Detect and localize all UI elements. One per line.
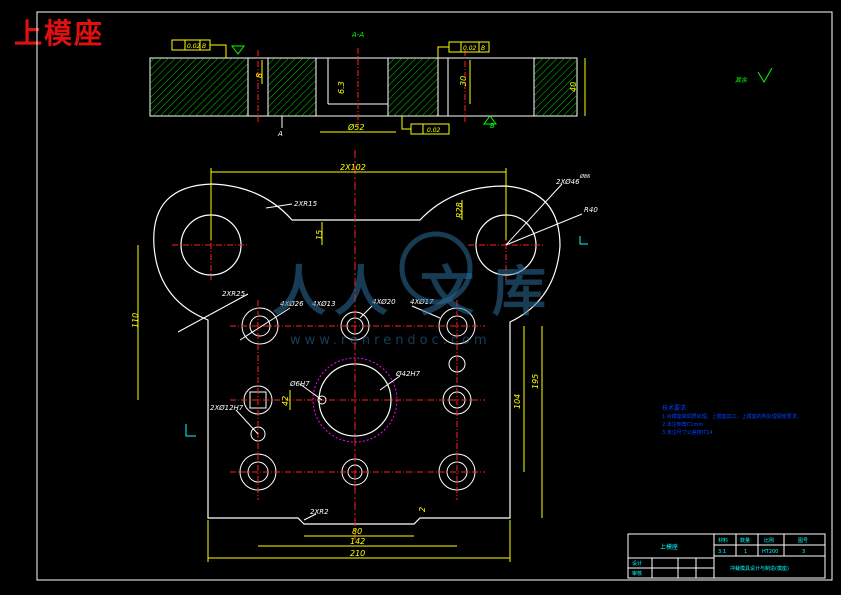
tb-header-3: 比例: [764, 537, 774, 544]
watermark-url: www.renrendoc.com: [290, 333, 491, 348]
callout-r2: 2XR2: [310, 508, 329, 516]
dim-depth: 8: [255, 73, 264, 78]
tb-drawing-title: 冲裁模具设计与制造(模座): [730, 565, 789, 572]
tb-header-1: 材料: [718, 537, 728, 544]
plan-view: 2X102 210 142 80 110 104 195 15 R28 42 2…: [131, 150, 598, 562]
dim-bottom-slot: 80: [352, 527, 362, 536]
dim-r28: R28: [455, 202, 464, 218]
callout-r26: 4XØ26: [280, 300, 304, 308]
callout-r86: Ø86: [579, 173, 590, 180]
dim-overall-top: 2X102: [340, 163, 366, 172]
callout-r13: 4XØ13: [312, 300, 336, 308]
notes-heading: 技术要求:: [662, 404, 688, 412]
callout-r17: 4XØ17: [410, 298, 434, 306]
dim-bore: Ø52: [347, 122, 364, 132]
callout-r20: 4XØ20: [372, 298, 396, 306]
dim-overall-width: 210: [350, 549, 365, 558]
tb-row-label-1: 设计: [632, 560, 642, 567]
dim-thickness: 40: [569, 82, 578, 92]
section-label: A-A: [351, 31, 364, 39]
dim-right-h1: 104: [513, 394, 522, 409]
dim-left-height: 110: [131, 313, 140, 328]
notes-line-2: 2.未注倒角C1mm: [662, 421, 703, 428]
callout-h7c: 2XØ12H7: [210, 404, 244, 412]
section-hatch-right: [534, 58, 577, 116]
datum-b: B: [490, 122, 495, 130]
dim-small-r: 2: [418, 507, 427, 512]
tb-row-label-2: 审核: [632, 570, 642, 577]
section-view: A-A 0.02 B 0.02 B: [149, 31, 586, 138]
flatness-tol: 0.02: [187, 43, 201, 50]
callout-r25: 2XR25: [222, 290, 246, 298]
dim-bottom-inner: 142: [350, 537, 365, 546]
section-hatch-left: [150, 58, 248, 116]
notes-line-3: 3.未注尺寸公差按IT14: [662, 429, 713, 436]
perp-tol: 0.02: [463, 45, 477, 52]
drawing-border: [36, 11, 833, 581]
notes-line-1: 1.对模座做调质处理，上模座加工。上模座的热处理硬度要求，: [662, 413, 802, 420]
watermark-char-3: 文: [420, 260, 474, 323]
perp-ref: B: [481, 45, 485, 52]
callout-r40: R40: [584, 206, 598, 214]
datum-a: A: [277, 130, 283, 138]
plan-outline: [153, 183, 561, 525]
tb-value-2: 1: [744, 549, 747, 555]
tb-part-name: 上模座: [660, 543, 678, 551]
technical-notes: 技术要求: 1.对模座做调质处理，上模座加工。上模座的热处理硬度要求， 2.未注…: [662, 404, 802, 436]
section-hatch-mid-right: [388, 58, 438, 116]
dim-right-h2: 195: [531, 374, 540, 389]
title-block: 上模座 材料 数量 比例 图号 3:1 1 HT200 3 设计 审核 冲裁模具…: [627, 533, 826, 579]
watermark-char-1: 人: [272, 260, 326, 323]
flatness-ref: B: [202, 43, 206, 50]
watermark: 人 人 文 库 www.renrendoc.com: [272, 231, 546, 348]
tb-header-4: 图号: [798, 538, 808, 544]
watermark-char-4: 库: [492, 260, 546, 323]
tb-value-1: 3:1: [718, 549, 726, 555]
dim-mid: 42: [281, 396, 290, 406]
page-title: 上模座: [14, 17, 105, 50]
callout-h7a: Ø6H7: [289, 380, 310, 388]
dim-top-offset: 15: [315, 230, 324, 240]
tb-value-4: 3: [802, 549, 805, 555]
tb-value-3: HT200: [762, 549, 778, 555]
callout-r15: 2XR15: [294, 200, 318, 208]
callout-h7b: Ø42H7: [395, 370, 421, 378]
section-hatch-mid-left: [268, 58, 316, 116]
surface-symbol-text: 其余: [735, 76, 748, 84]
watermark-char-2: 人: [334, 260, 388, 323]
surface-finish-symbol: 其余: [735, 67, 773, 84]
dim-slot: 30: [459, 76, 468, 86]
tb-header-2: 数量: [740, 537, 750, 544]
callout-r46: 2XØ46: [556, 178, 580, 186]
dim-step: 6.3: [337, 81, 346, 94]
parallel-tol: 0.02: [427, 127, 441, 134]
